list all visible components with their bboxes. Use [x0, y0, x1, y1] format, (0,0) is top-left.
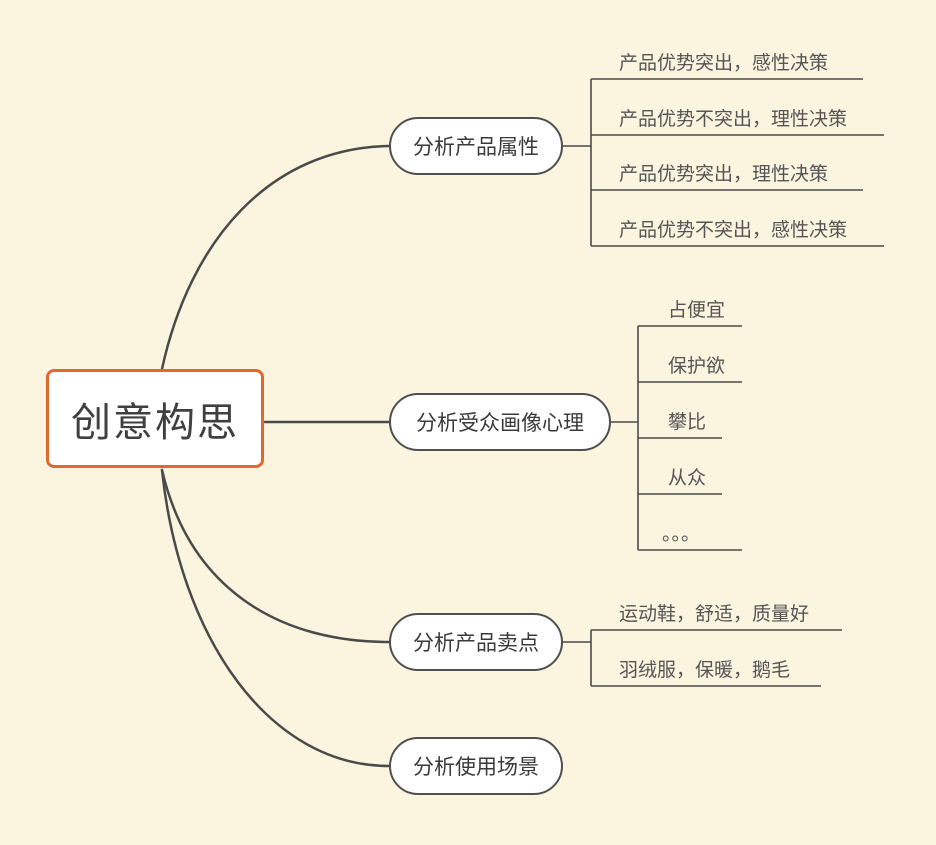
branch-label: 分析使用场景 [413, 755, 539, 779]
leaf-b1-2[interactable]: 产品优势不突出，理性决策 [619, 108, 848, 130]
bracket-branch-1 [562, 79, 592, 246]
bracket-branch-3 [562, 630, 592, 686]
connector-root-branch-4 [160, 468, 391, 768]
branch-usage-scenarios[interactable]: 分析使用场景 [389, 737, 563, 795]
leaf-b2-5[interactable]: 。。。 [662, 523, 701, 545]
root-label: 创意构思 [71, 399, 239, 446]
leaf-b1-3[interactable]: 产品优势突出，理性决策 [619, 163, 829, 185]
connector-root-branch-3 [160, 468, 391, 644]
leaf-b2-2[interactable]: 保护欲 [668, 355, 726, 377]
leaf-b2-1[interactable]: 占便宜 [668, 299, 726, 321]
leaf-b1-4[interactable]: 产品优势不突出，感性决策 [619, 219, 848, 241]
branch-label: 分析产品卖点 [413, 631, 539, 655]
leaf-b1-1[interactable]: 产品优势突出，感性决策 [619, 52, 829, 74]
leaf-b2-3[interactable]: 攀比 [668, 411, 707, 433]
branch-label: 分析产品属性 [413, 135, 539, 159]
leaf-b2-4[interactable]: 从众 [668, 467, 707, 489]
branch-audience-psychology[interactable]: 分析受众画像心理 [389, 393, 611, 451]
branch-label: 分析受众画像心理 [416, 411, 584, 435]
leaf-b3-1[interactable]: 运动鞋，舒适，质量好 [619, 603, 810, 625]
branch-selling-points[interactable]: 分析产品卖点 [389, 613, 563, 671]
bracket-branch-2 [610, 326, 639, 550]
leaf-b3-2[interactable]: 羽绒服，保暖，鹅毛 [619, 659, 791, 681]
branch-product-attributes[interactable]: 分析产品属性 [389, 117, 563, 175]
root-node[interactable]: 创意构思 [46, 369, 264, 468]
connector-root-branch-1 [160, 144, 391, 371]
